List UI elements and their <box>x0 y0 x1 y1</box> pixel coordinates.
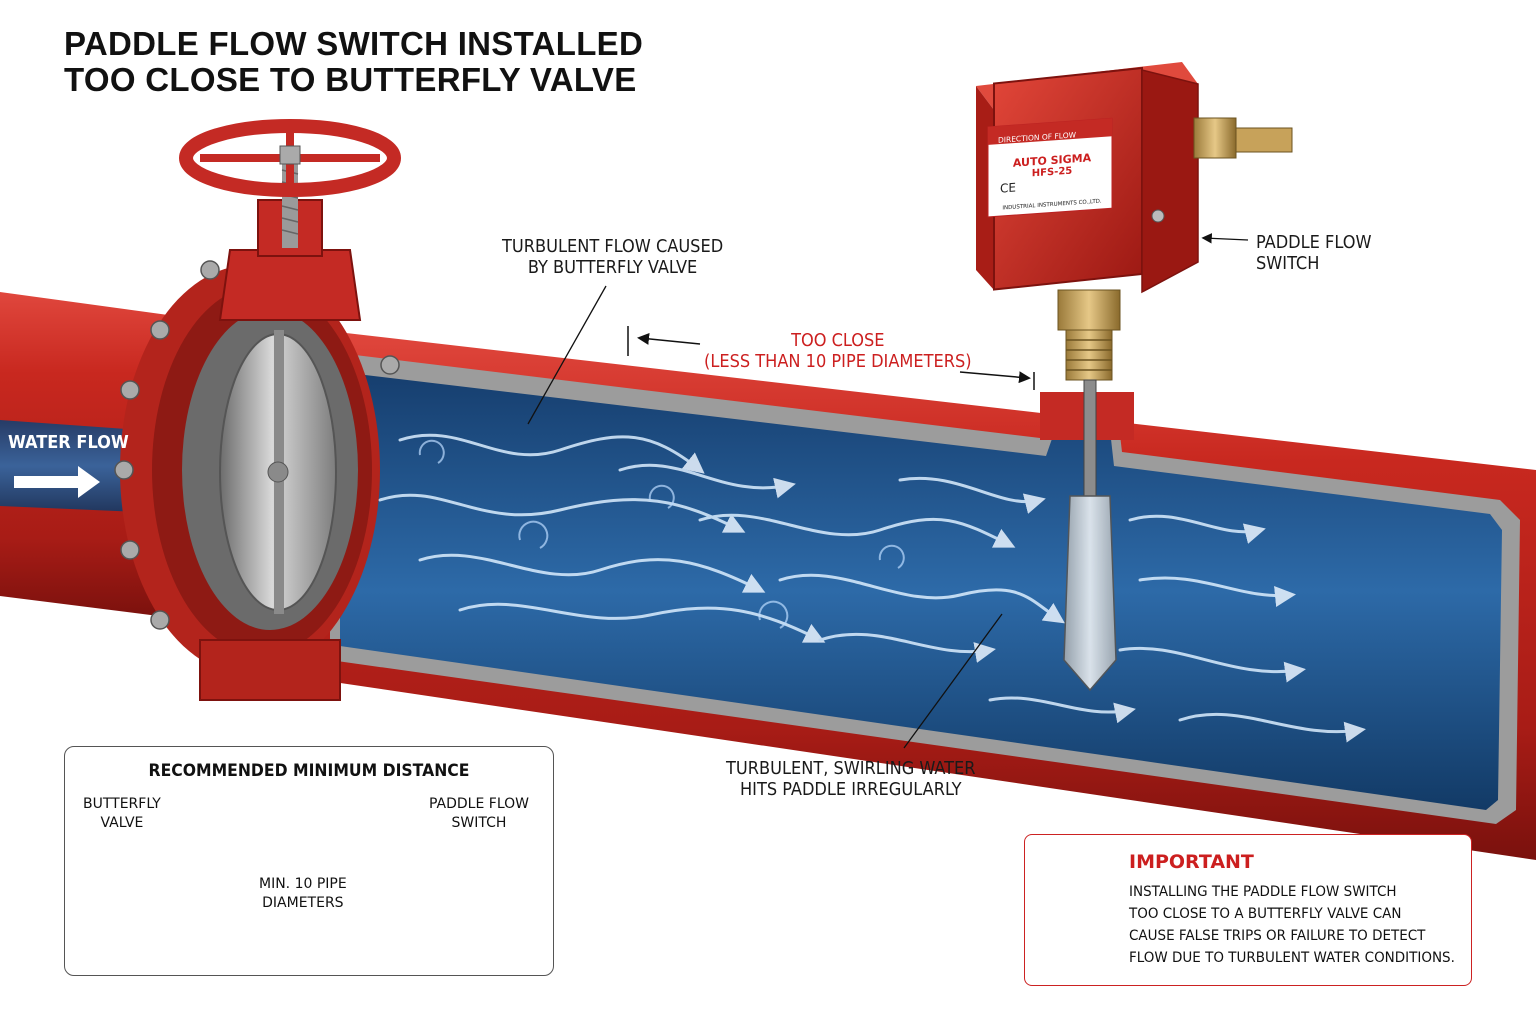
swirling-water-callout: TURBULENT, SWIRLING WATER HITS PADDLE IR… <box>726 758 975 800</box>
panel-switch-line-1: PADDLE FLOW <box>429 796 529 812</box>
handwheel <box>179 119 401 197</box>
too-close-line-1: TOO CLOSE <box>791 330 885 351</box>
leader-lines <box>527 233 1249 749</box>
important-line-3: CAUSE FALSE TRIPS OR FAILURE TO DETECT <box>1129 928 1426 944</box>
panel-valve-line-2: VALVE <box>100 815 144 831</box>
paddle <box>1063 495 1117 692</box>
important-heading: IMPORTANT <box>1129 851 1254 873</box>
too-close-callout: TOO CLOSE (LESS THAN 10 PIPE DIAMETERS) <box>704 330 972 372</box>
panel-distance-label: MIN. 10 PIPE DIAMETERS <box>259 875 347 913</box>
pipe-water <box>340 372 1502 810</box>
important-line-4: FLOW DUE TO TURBULENT WATER CONDITIONS. <box>1129 950 1455 966</box>
important-line-2: TOO CLOSE TO A BUTTERFLY VALVE CAN <box>1129 906 1402 922</box>
too-close-line-2: (LESS THAN 10 PIPE DIAMETERS) <box>704 351 972 372</box>
turbulent-caused-line-1: TURBULENT FLOW CAUSED <box>502 236 724 257</box>
panel-valve-label: BUTTERFLY VALVE <box>83 795 161 833</box>
swirling-line-1: TURBULENT, SWIRLING WATER <box>726 758 976 779</box>
title-line-2: TOO CLOSE TO BUTTERFLY VALVE <box>64 61 637 98</box>
turbulent-caused-line-2: BY BUTTERFLY VALVE <box>527 257 698 278</box>
too-close-dimension <box>627 326 1035 390</box>
paddle-flow-switch-callout: PADDLE FLOW SWITCH <box>1256 232 1371 274</box>
panel-distance-line-1: MIN. 10 PIPE <box>259 876 347 892</box>
swirling-line-2: HITS PADDLE IRREGULARLY <box>740 779 962 800</box>
important-notice: IMPORTANT INSTALLING THE PADDLE FLOW SWI… <box>1024 834 1472 986</box>
panel-valve-line-1: BUTTERFLY <box>83 796 161 812</box>
paddle-switch-line-1: PADDLE FLOW <box>1256 232 1372 253</box>
panel-distance-line-2: DIAMETERS <box>262 895 344 911</box>
important-body: INSTALLING THE PADDLE FLOW SWITCH TOO CL… <box>1129 881 1459 969</box>
inlet-water <box>0 420 140 512</box>
panel-switch-label: PADDLE FLOW SWITCH <box>429 795 529 833</box>
turbulent-flow-callout: TURBULENT FLOW CAUSED BY BUTTERFLY VALVE <box>502 236 723 278</box>
butterfly-valve <box>114 119 401 701</box>
panel-title: RECOMMENDED MINIMUM DISTANCE <box>148 761 470 781</box>
title-line-1: PADDLE FLOW SWITCH INSTALLED <box>64 25 644 62</box>
page-title: PADDLE FLOW SWITCH INSTALLED TOO CLOSE T… <box>64 26 643 98</box>
nameplate-text: DIRECTION OF FLOW AUTO SIGMA HFS-25 CE I… <box>994 126 1110 212</box>
swirl-marks <box>418 439 905 629</box>
water-flow-label: WATER FLOW <box>8 432 129 453</box>
turbulent-flow-streaks <box>378 433 1366 743</box>
recommended-distance-panel: RECOMMENDED MINIMUM DISTANCE BUTTERFLY V… <box>64 746 554 976</box>
device-nameplate <box>987 117 1113 218</box>
water-flow-arrow <box>14 466 100 498</box>
panel-switch-line-2: SWITCH <box>451 815 507 831</box>
paddle-switch-line-2: SWITCH <box>1256 253 1320 274</box>
important-line-1: INSTALLING THE PADDLE FLOW SWITCH <box>1129 884 1397 900</box>
